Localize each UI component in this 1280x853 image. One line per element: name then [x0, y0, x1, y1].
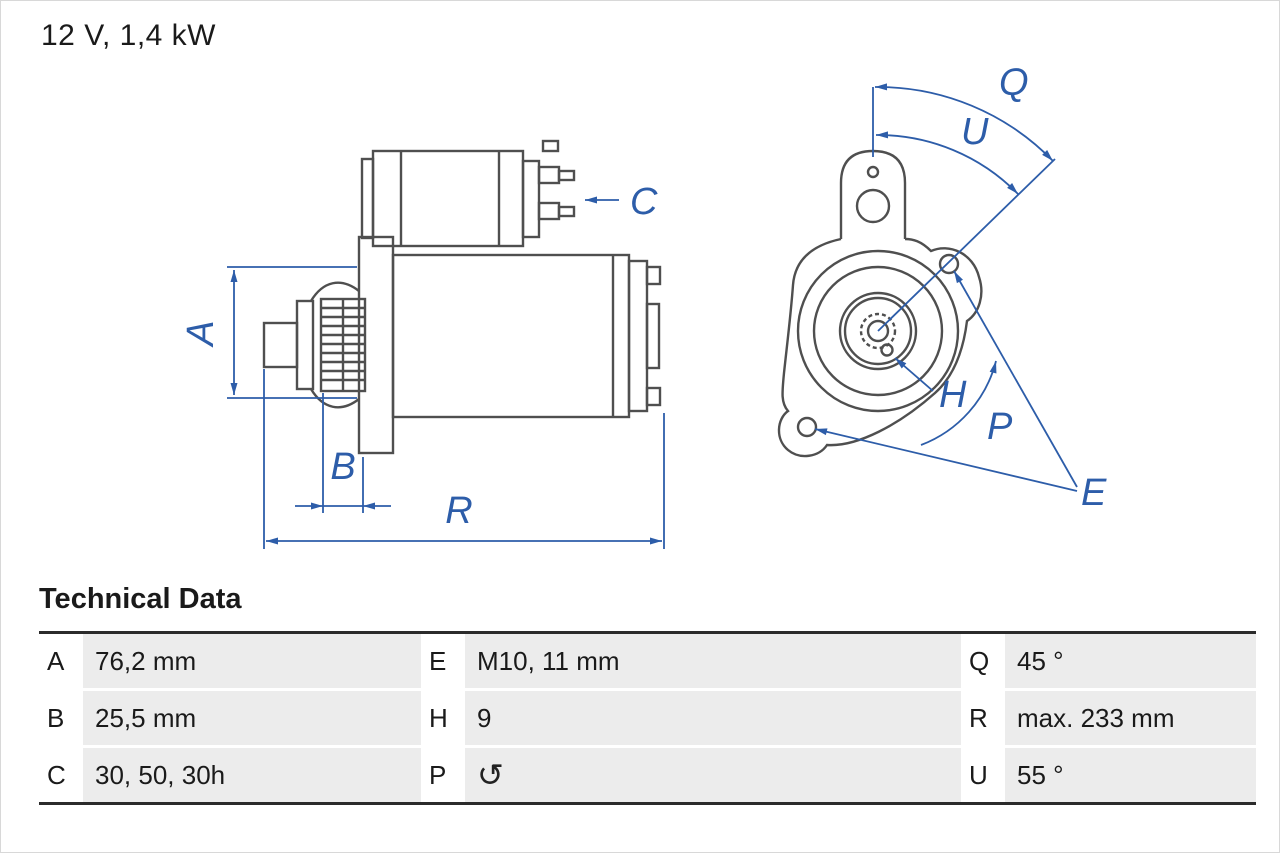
cell-key-h: H	[421, 691, 465, 745]
label-r: R	[445, 490, 472, 532]
cell-key-q: Q	[961, 634, 1005, 688]
cell-key-c: C	[39, 748, 83, 802]
cell-value-b: 25,5 mm	[83, 691, 421, 745]
top-tab	[839, 149, 907, 239]
dimension-e-leader-bottom	[814, 428, 1078, 492]
cell-value-r: max. 233 mm	[1005, 691, 1256, 745]
label-a: A	[180, 320, 222, 347]
dimension-r	[263, 369, 665, 549]
angle-reference-line	[877, 158, 1056, 332]
dimension-h-leader	[894, 357, 934, 392]
rotation-ccw-icon: ↺	[477, 756, 504, 794]
cell-value-a: 76,2 mm	[83, 634, 421, 688]
side-view-dimensions	[227, 196, 665, 549]
label-c: C	[630, 181, 658, 223]
label-e: E	[1081, 472, 1107, 514]
label-q: Q	[999, 62, 1029, 104]
dimension-labels: A B C R Q U H P E	[180, 62, 1107, 532]
dimension-e-leader-top	[953, 270, 1078, 488]
dimension-q-arc	[874, 83, 1054, 162]
page-title: 12 V, 1,4 kW	[41, 19, 216, 52]
dimension-u-arc	[875, 131, 1019, 195]
cell-key-u: U	[961, 748, 1005, 802]
table-row: B 25,5 mm H 9 R max. 233 mm	[39, 691, 1256, 748]
cell-key-p: P	[421, 748, 465, 802]
table-row: C 30, 50, 30h P ↺ U 55 °	[39, 748, 1256, 802]
front-view-dimensions	[814, 83, 1078, 492]
motor-body	[391, 253, 662, 419]
cell-key-b: B	[39, 691, 83, 745]
starter-motor-technical-drawing: A B C R Q U H P E	[180, 62, 1107, 549]
mounting-hole-bottom	[796, 416, 818, 438]
front-view	[777, 149, 983, 458]
solenoid	[360, 139, 576, 248]
side-view	[262, 139, 662, 455]
rotation-direction-p-arc	[920, 360, 997, 446]
label-b: B	[330, 446, 355, 488]
cell-key-r: R	[961, 691, 1005, 745]
technical-data-table: A 76,2 mm E M10, 11 mm Q 45 ° B 25,5 mm …	[39, 631, 1256, 805]
cell-value-q: 45 °	[1005, 634, 1256, 688]
cell-value-e: M10, 11 mm	[465, 634, 961, 688]
flange-outline	[777, 237, 983, 458]
cell-key-e: E	[421, 634, 465, 688]
label-u: U	[961, 111, 989, 153]
cell-value-u: 55 °	[1005, 748, 1256, 802]
label-p: P	[987, 406, 1013, 448]
mounting-hole-top	[938, 253, 960, 275]
bearing-circles	[796, 249, 960, 413]
cell-value-h: 9	[465, 691, 961, 745]
cell-key-a: A	[39, 634, 83, 688]
table-row: A 76,2 mm E M10, 11 mm Q 45 °	[39, 634, 1256, 691]
dimension-b	[295, 393, 391, 513]
dimension-a	[227, 266, 357, 399]
label-h: H	[939, 374, 967, 416]
technical-data-heading: Technical Data	[39, 583, 242, 615]
cell-value-c: 30, 50, 30h	[83, 748, 421, 802]
cell-value-p: ↺	[465, 748, 961, 802]
drive-end	[262, 281, 367, 409]
